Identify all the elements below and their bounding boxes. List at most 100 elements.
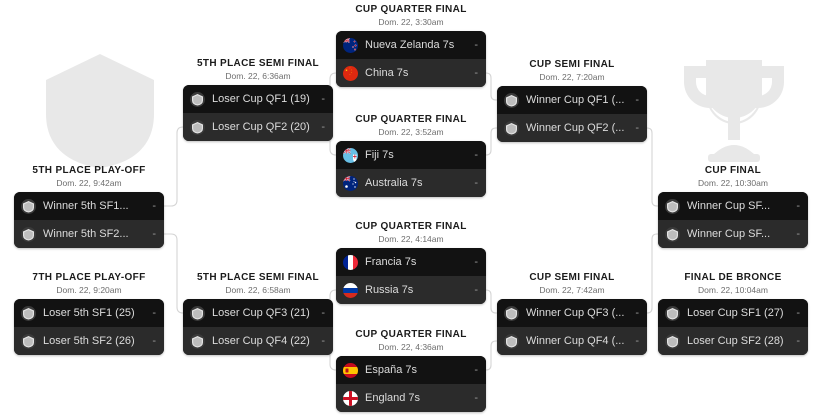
team-score: - <box>474 39 478 51</box>
flag-generic-shield-icon <box>190 333 205 349</box>
team-score: - <box>152 200 156 212</box>
team-row[interactable]: Loser 5th SF1 (25)- <box>14 299 164 327</box>
match-card[interactable]: Loser Cup SF1 (27)-Loser Cup SF2 (28)- <box>658 299 808 355</box>
match-title: 5TH PLACE PLAY-OFF <box>32 165 146 176</box>
connector <box>646 233 658 314</box>
match-card[interactable]: Winner 5th SF1...-Winner 5th SF2...- <box>14 192 164 248</box>
flag-china-icon <box>343 65 358 81</box>
match-card[interactable]: Loser 5th SF1 (25)-Loser 5th SF2 (26)- <box>14 299 164 355</box>
team-score: - <box>796 228 800 240</box>
connector <box>646 127 658 207</box>
match-title: CUP QUARTER FINAL <box>355 114 467 125</box>
team-row[interactable]: China 7s- <box>336 59 486 87</box>
match-card[interactable]: España 7s-England 7s- <box>336 356 486 412</box>
match-card[interactable]: Fiji 7s-Australia 7s- <box>336 141 486 197</box>
team-row[interactable]: Winner Cup QF2 (...- <box>497 114 647 142</box>
match-card[interactable]: Nueva Zelanda 7s-China 7s- <box>336 31 486 87</box>
team-score: - <box>635 335 639 347</box>
match-date: Dom. 22, 10:30am <box>698 178 768 188</box>
team-score: - <box>474 284 478 296</box>
match-date: Dom. 22, 3:30am <box>378 17 444 27</box>
team-score: - <box>796 200 800 212</box>
team-row[interactable]: Winner 5th SF1...- <box>14 192 164 220</box>
team-row[interactable]: Nueva Zelanda 7s- <box>336 31 486 59</box>
match-date: Dom. 22, 6:58am <box>225 285 291 295</box>
match-card[interactable]: Winner Cup QF1 (...-Winner Cup QF2 (...- <box>497 86 647 142</box>
match-date: Dom. 22, 4:14am <box>378 234 444 244</box>
team-row[interactable]: Loser Cup SF2 (28)- <box>658 327 808 355</box>
flag-fiji-icon <box>343 147 358 163</box>
team-row[interactable]: Winner 5th SF2...- <box>14 220 164 248</box>
flag-generic-shield-icon <box>504 305 519 321</box>
match-title: 5TH PLACE SEMI FINAL <box>196 272 319 283</box>
team-score: - <box>635 94 639 106</box>
match-title: FINAL DE BRONCE <box>684 272 782 283</box>
team-row[interactable]: Russia 7s- <box>336 276 486 304</box>
team-row[interactable]: Winner Cup QF3 (...- <box>497 299 647 327</box>
flag-generic-shield-icon <box>21 226 36 242</box>
team-row[interactable]: England 7s- <box>336 384 486 412</box>
match-date: Dom. 22, 7:42am <box>539 285 605 295</box>
team-row[interactable]: Winner Cup QF1 (...- <box>497 86 647 114</box>
team-row[interactable]: España 7s- <box>336 356 486 384</box>
team-name: España 7s <box>365 363 417 376</box>
team-name: Winner Cup QF3 (... <box>526 306 625 319</box>
team-row[interactable]: Loser Cup QF1 (19)- <box>183 85 333 113</box>
match-title: CUP SEMI FINAL <box>529 272 615 283</box>
match-date: Dom. 22, 10:04am <box>698 285 768 295</box>
team-name: Loser Cup QF4 (22) <box>212 334 310 347</box>
team-name: Loser Cup QF2 (20) <box>212 120 310 133</box>
team-name: Australia 7s <box>365 176 423 189</box>
match-date: Dom. 22, 3:52am <box>378 127 444 137</box>
team-score: - <box>474 67 478 79</box>
shield-watermark-icon <box>44 52 156 170</box>
connector <box>485 289 497 314</box>
team-row[interactable]: Loser Cup QF3 (21)- <box>183 299 333 327</box>
match-card[interactable]: Loser Cup QF1 (19)-Loser Cup QF2 (20)- <box>183 85 333 141</box>
match-card[interactable]: Francia 7s-Russia 7s- <box>336 248 486 304</box>
team-row[interactable]: Australia 7s- <box>336 169 486 197</box>
team-name: Loser 5th SF2 (26) <box>43 334 135 347</box>
flag-generic-shield-icon <box>665 333 680 349</box>
team-name: England 7s <box>365 391 421 404</box>
flag-australia-icon <box>343 175 358 191</box>
team-row[interactable]: Fiji 7s- <box>336 141 486 169</box>
match-card[interactable]: Winner Cup QF3 (...-Winner Cup QF4 (...- <box>497 299 647 355</box>
match-card[interactable]: Winner Cup SF...-Winner Cup SF...- <box>658 192 808 248</box>
team-score: - <box>321 93 325 105</box>
team-score: - <box>321 335 325 347</box>
team-row[interactable]: Winner Cup QF4 (...- <box>497 327 647 355</box>
team-score: - <box>635 122 639 134</box>
team-row[interactable]: Loser Cup QF2 (20)- <box>183 113 333 141</box>
team-row[interactable]: Winner Cup SF...- <box>658 220 808 248</box>
team-name: Loser Cup SF2 (28) <box>687 334 784 347</box>
team-row[interactable]: Loser 5th SF2 (26)- <box>14 327 164 355</box>
team-row[interactable]: Francia 7s- <box>336 248 486 276</box>
trophy-watermark-icon <box>678 58 790 168</box>
connector <box>485 127 497 156</box>
flag-generic-shield-icon <box>190 119 205 135</box>
team-row[interactable]: Loser Cup SF1 (27)- <box>658 299 808 327</box>
flag-generic-shield-icon <box>21 305 36 321</box>
team-row[interactable]: Winner Cup SF...- <box>658 192 808 220</box>
team-row[interactable]: Loser Cup QF4 (22)- <box>183 327 333 355</box>
team-score: - <box>152 307 156 319</box>
flag-france-icon <box>343 254 358 270</box>
connector <box>485 340 497 371</box>
match-card[interactable]: Loser Cup QF3 (21)-Loser Cup QF4 (22)- <box>183 299 333 355</box>
flag-generic-shield-icon <box>190 91 205 107</box>
team-name: Loser Cup QF3 (21) <box>212 306 310 319</box>
